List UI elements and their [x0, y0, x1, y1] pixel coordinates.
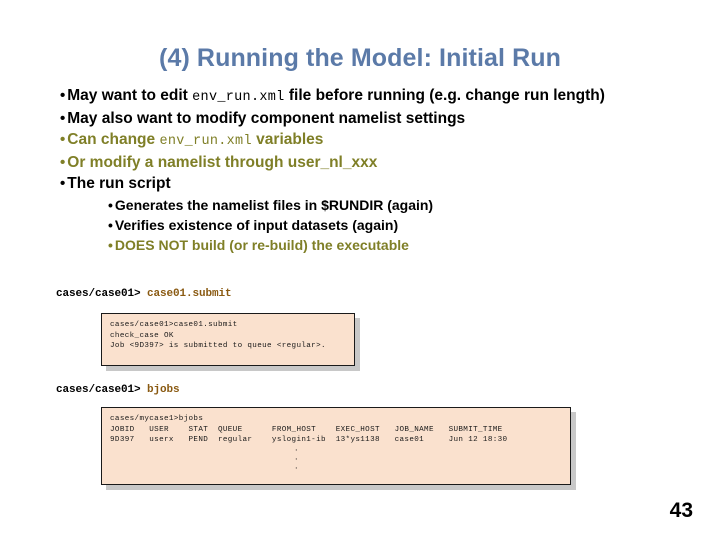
bullet-marker-icon: • [60, 109, 66, 127]
bullet-item: •DOES NOT build (or re-build) the execut… [46, 238, 686, 252]
bullet-marker-icon: • [60, 87, 66, 104]
bullet-text: Generates the namelist files in $RUNDIR … [114, 196, 434, 213]
bullet-code-text: env_run.xml [159, 134, 252, 149]
bullet-text: Or modify a namelist through user_nl_xxx [67, 153, 378, 171]
bullet-text: May want to edit [67, 87, 193, 104]
bullet-marker-icon: • [108, 236, 113, 253]
terminal-output-line: 9D397 userx PEND regular yslogin1-ib 13*… [110, 436, 508, 444]
bullet-item: •Verifies existence of input datasets (a… [46, 218, 686, 232]
bullet-marker-icon: • [60, 153, 66, 171]
bullet-text: variables [251, 131, 324, 148]
ellipsis-dot: · [294, 446, 299, 455]
prompt-path-2: cases/case01> [56, 384, 141, 396]
terminal-output-line: JOBID USER STAT QUEUE FROM_HOST EXEC_HOS… [110, 425, 503, 434]
bullet-item: •Can change env_run.xml variables [46, 132, 686, 149]
bullet-text: Can change [67, 131, 160, 148]
bullet-code-text: env_run.xml [192, 90, 285, 105]
terminal-ellipsis: ··· [294, 447, 570, 474]
terminal-prompt-line-2: cases/case01> bjobs [56, 384, 180, 396]
bullet-text: May also want to modify component nameli… [67, 109, 466, 127]
bullet-list: •May want to edit env_run.xml file befor… [46, 88, 686, 258]
terminal-output-line: check_case OK [110, 331, 174, 340]
bullet-marker-icon: • [108, 216, 113, 233]
bullet-text: The run script [67, 175, 171, 192]
page-number: 43 [669, 499, 693, 522]
bullet-item: •May want to edit env_run.xml file befor… [46, 88, 686, 105]
prompt-command-2: bjobs [147, 384, 180, 396]
terminal-output-line: Job <9D397> is submitted to queue <regul… [110, 342, 326, 350]
page-title: (4) Running the Model: Initial Run [159, 44, 561, 72]
prompt-command-1: case01.submit [147, 288, 232, 300]
ellipsis-dot: · [294, 464, 299, 473]
bullet-item: •May also want to modify component namel… [46, 109, 686, 127]
bullet-marker-icon: • [108, 196, 113, 213]
bullet-text: Verifies existence of input datasets (ag… [114, 216, 399, 233]
bullet-item: •Generates the namelist files in $RUNDIR… [46, 198, 686, 212]
terminal-output-line: cases/case01>case01.submit [110, 321, 238, 329]
bullet-marker-icon: • [60, 131, 66, 148]
terminal-output-line: cases/mycase1>bjobs [110, 415, 204, 423]
prompt-path-1: cases/case01> [56, 288, 141, 300]
ellipsis-dot: · [294, 455, 299, 464]
bullet-text: DOES NOT build (or re-build) the executa… [114, 236, 409, 253]
terminal-prompt-line-1: cases/case01> case01.submit [56, 288, 232, 300]
bullet-item: •The run script [46, 176, 686, 192]
terminal-output-box-1: cases/case01>case01.submit check_case OK J… [101, 313, 355, 366]
bullet-text: file before running (e.g. change run len… [284, 87, 605, 104]
bullet-marker-icon: • [60, 175, 66, 192]
bullet-item: •Or modify a namelist through user_nl_xx… [46, 153, 686, 171]
